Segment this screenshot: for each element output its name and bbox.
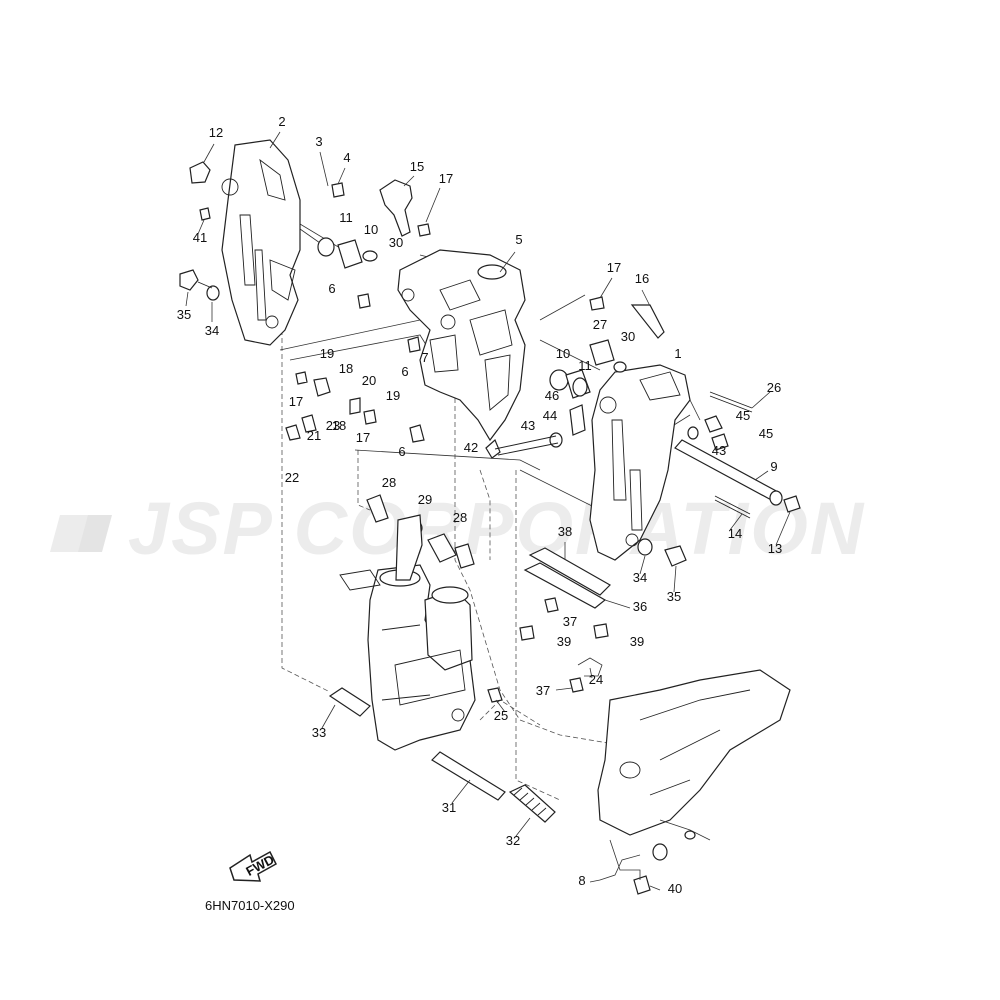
callout-c1: 1 [674, 346, 681, 361]
callout-c30a: 30 [389, 235, 403, 250]
callout-c2: 2 [278, 114, 285, 129]
callout-c30b: 30 [621, 329, 635, 344]
callout-c26: 26 [767, 380, 781, 395]
callout-c11b: 11 [578, 358, 592, 373]
callout-c19b: 19 [386, 388, 400, 403]
callout-c24: 24 [589, 672, 603, 687]
bushings-and-washers [206, 237, 699, 556]
callout-c37a: 37 [563, 614, 577, 629]
callout-c15: 15 [410, 159, 424, 174]
callout-c38: 38 [558, 524, 572, 539]
callout-c36: 36 [633, 599, 647, 614]
callout-c5: 5 [515, 232, 522, 247]
callout-c19a: 19 [320, 346, 334, 361]
fwd-direction-arrow: FWD [229, 850, 277, 882]
callout-c45b: 45 [759, 426, 773, 441]
watermark: JSP CORPORATION [50, 487, 865, 570]
part-32-spring [508, 784, 556, 823]
callout-c18b: 18 [332, 418, 346, 433]
callout-c35a: 35 [177, 307, 191, 322]
part-2-left-clamp-bracket [221, 139, 301, 346]
callout-c3: 3 [315, 134, 322, 149]
callout-c34a: 34 [205, 323, 219, 338]
callout-c7: 7 [421, 350, 428, 365]
callout-c39b: 39 [630, 634, 644, 649]
callout-c10a: 10 [364, 222, 378, 237]
callout-c9: 9 [770, 459, 777, 474]
callout-c10b: 10 [556, 346, 570, 361]
callout-c27: 27 [593, 317, 607, 332]
callout-c18a: 18 [339, 361, 353, 376]
callout-c28b: 28 [453, 510, 467, 525]
callout-c6c: 6 [398, 444, 405, 459]
callout-c4: 4 [343, 150, 350, 165]
callout-c43b: 43 [712, 443, 726, 458]
part-9-tilt-shaft [674, 439, 783, 506]
part-24-ground-lead [577, 657, 603, 677]
callout-leaders [185, 131, 791, 891]
callout-c13: 13 [768, 541, 782, 556]
callout-c20: 20 [362, 373, 376, 388]
callout-c17d: 17 [356, 430, 370, 445]
callout-c6b: 6 [401, 364, 408, 379]
callout-c17a: 17 [439, 171, 453, 186]
callout-c14: 14 [728, 526, 742, 541]
part-14-tie-strap [714, 495, 751, 519]
callout-c44: 44 [543, 408, 557, 423]
part-31-rod [431, 751, 506, 801]
drawing-code: 6HN7010-X290 [205, 898, 295, 913]
callout-c33: 33 [312, 725, 326, 740]
lower-casing [597, 669, 791, 880]
watermark-text: JSP CORPORATION [128, 487, 865, 570]
callout-c46: 46 [545, 388, 559, 403]
callout-c21: 21 [307, 428, 321, 443]
part-26-tie-strap [709, 391, 753, 413]
callout-c17b: 17 [607, 260, 621, 275]
part-5-swivel-bracket [397, 249, 526, 442]
callout-c8: 8 [578, 873, 585, 888]
part-33-pin [328, 687, 371, 717]
callout-c11a: 11 [339, 210, 353, 225]
callout-c45a: 45 [736, 408, 750, 423]
callout-c23: 23 [326, 418, 340, 433]
callout-c29: 29 [418, 492, 432, 507]
callout-c40: 40 [668, 881, 682, 896]
callout-c12: 12 [209, 125, 223, 140]
callout-c31: 31 [442, 800, 456, 815]
callout-c17c: 17 [289, 394, 303, 409]
callout-c16: 16 [635, 271, 649, 286]
part-1-right-clamp-bracket [589, 364, 691, 561]
callout-c42: 42 [464, 440, 478, 455]
callout-c43a: 43 [521, 418, 535, 433]
bolts-and-nuts [179, 161, 801, 895]
callout-c25: 25 [494, 708, 508, 723]
callout-c32: 32 [506, 833, 520, 848]
callout-c28a: 28 [382, 475, 396, 490]
callout-c41: 41 [193, 230, 207, 245]
power-trim-tilt-unit [339, 514, 476, 751]
callout-c22: 22 [285, 470, 299, 485]
part-15-lever [379, 179, 413, 237]
callout-c37b: 37 [536, 683, 550, 698]
part-16-lever [630, 304, 665, 339]
callout-c6a: 6 [328, 281, 335, 296]
callout-c35b: 35 [667, 589, 681, 604]
callout-c34b: 34 [633, 570, 647, 585]
part-8-ground-cable [599, 854, 641, 881]
callout-c39a: 39 [557, 634, 571, 649]
